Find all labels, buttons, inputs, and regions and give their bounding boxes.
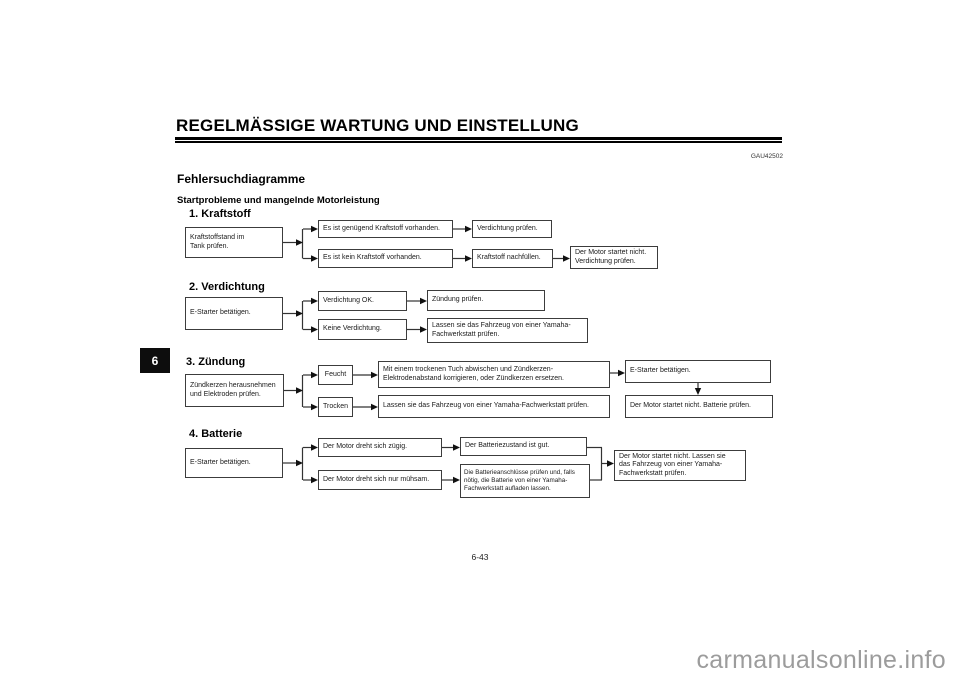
flow-box-ignition-wet-final: Der Motor startet nicht. Batterie prüfen… (625, 395, 773, 418)
page-heading: Fehlersuchdiagramme (177, 172, 306, 186)
flow-box-compression-ok-next: Zündung prüfen. (427, 290, 545, 311)
section-title-kraftstoff: 1. Kraftstoff (189, 208, 251, 220)
title-double-rule (175, 137, 782, 143)
flow-box-compression-ok: Verdichtung OK. (318, 291, 407, 311)
chapter-tab: 6 (140, 348, 170, 373)
flow-box-battery-fast-next: Der Batteriezustand ist gut. (460, 437, 587, 456)
flow-box-compression-start: E-Starter betätigen. (185, 297, 283, 330)
flow-box-fuel-fail: Es ist kein Kraftstoff vorhanden. (318, 249, 453, 268)
chapter-title: REGELMÄSSIGE WARTUNG UND EINSTELLUNG (176, 116, 579, 135)
section-title-zuendung: 3. Zündung (186, 356, 246, 368)
flow-box-ignition-wet: Feucht (318, 365, 353, 385)
diagram-heading: Startprobleme und mangelnde Motorleistun… (177, 195, 380, 206)
flow-box-fuel-ok-next: Verdichtung prüfen. (472, 220, 552, 238)
flow-box-ignition-wet-next2: E-Starter betätigen. (625, 360, 771, 383)
section-title-verdichtung: 2. Verdichtung (189, 281, 265, 293)
flow-box-ignition-wet-next: Mit einem trockenen Tuch abwischen und Z… (378, 361, 610, 388)
page-number: 6-43 (471, 552, 489, 562)
flow-box-battery-slow: Der Motor dreht sich nur mühsam. (318, 470, 442, 490)
flow-box-battery-final: Der Motor startet nicht. Lassen sie das … (614, 450, 746, 481)
flow-box-compression-fail-next: Lassen sie das Fahrzeug von einer Yamaha… (427, 318, 588, 343)
flow-box-fuel-ok: Es ist genügend Kraftstoff vorhanden. (318, 220, 453, 238)
flow-box-fuel-start: Kraftstoffstand im Tank prüfen. (185, 227, 283, 258)
flow-box-ignition-start: Zündkerzen herausnehmen und Elektroden p… (185, 374, 284, 407)
flow-box-compression-fail: Keine Verdichtung. (318, 319, 407, 340)
flow-box-battery-fast: Der Motor dreht sich zügig. (318, 438, 442, 457)
flow-box-battery-start: E-Starter betätigen. (185, 448, 283, 478)
section-title-batterie: 4. Batterie (189, 428, 243, 440)
flow-box-fuel-fail-final: Der Motor startet nicht. Verdichtung prü… (570, 246, 658, 269)
flow-box-ignition-dry: Trocken (318, 397, 353, 417)
flow-box-battery-slow-next: Die Batterieanschlüsse prüfen und, falls… (460, 464, 590, 498)
flow-box-ignition-dry-next: Lassen sie das Fahrzeug von einer Yamaha… (378, 395, 610, 418)
watermark: carmanualsonline.info (696, 646, 946, 674)
flow-box-fuel-fail-next: Kraftstoff nachfüllen. (472, 249, 553, 268)
doc-code: GAU42502 (750, 153, 783, 160)
